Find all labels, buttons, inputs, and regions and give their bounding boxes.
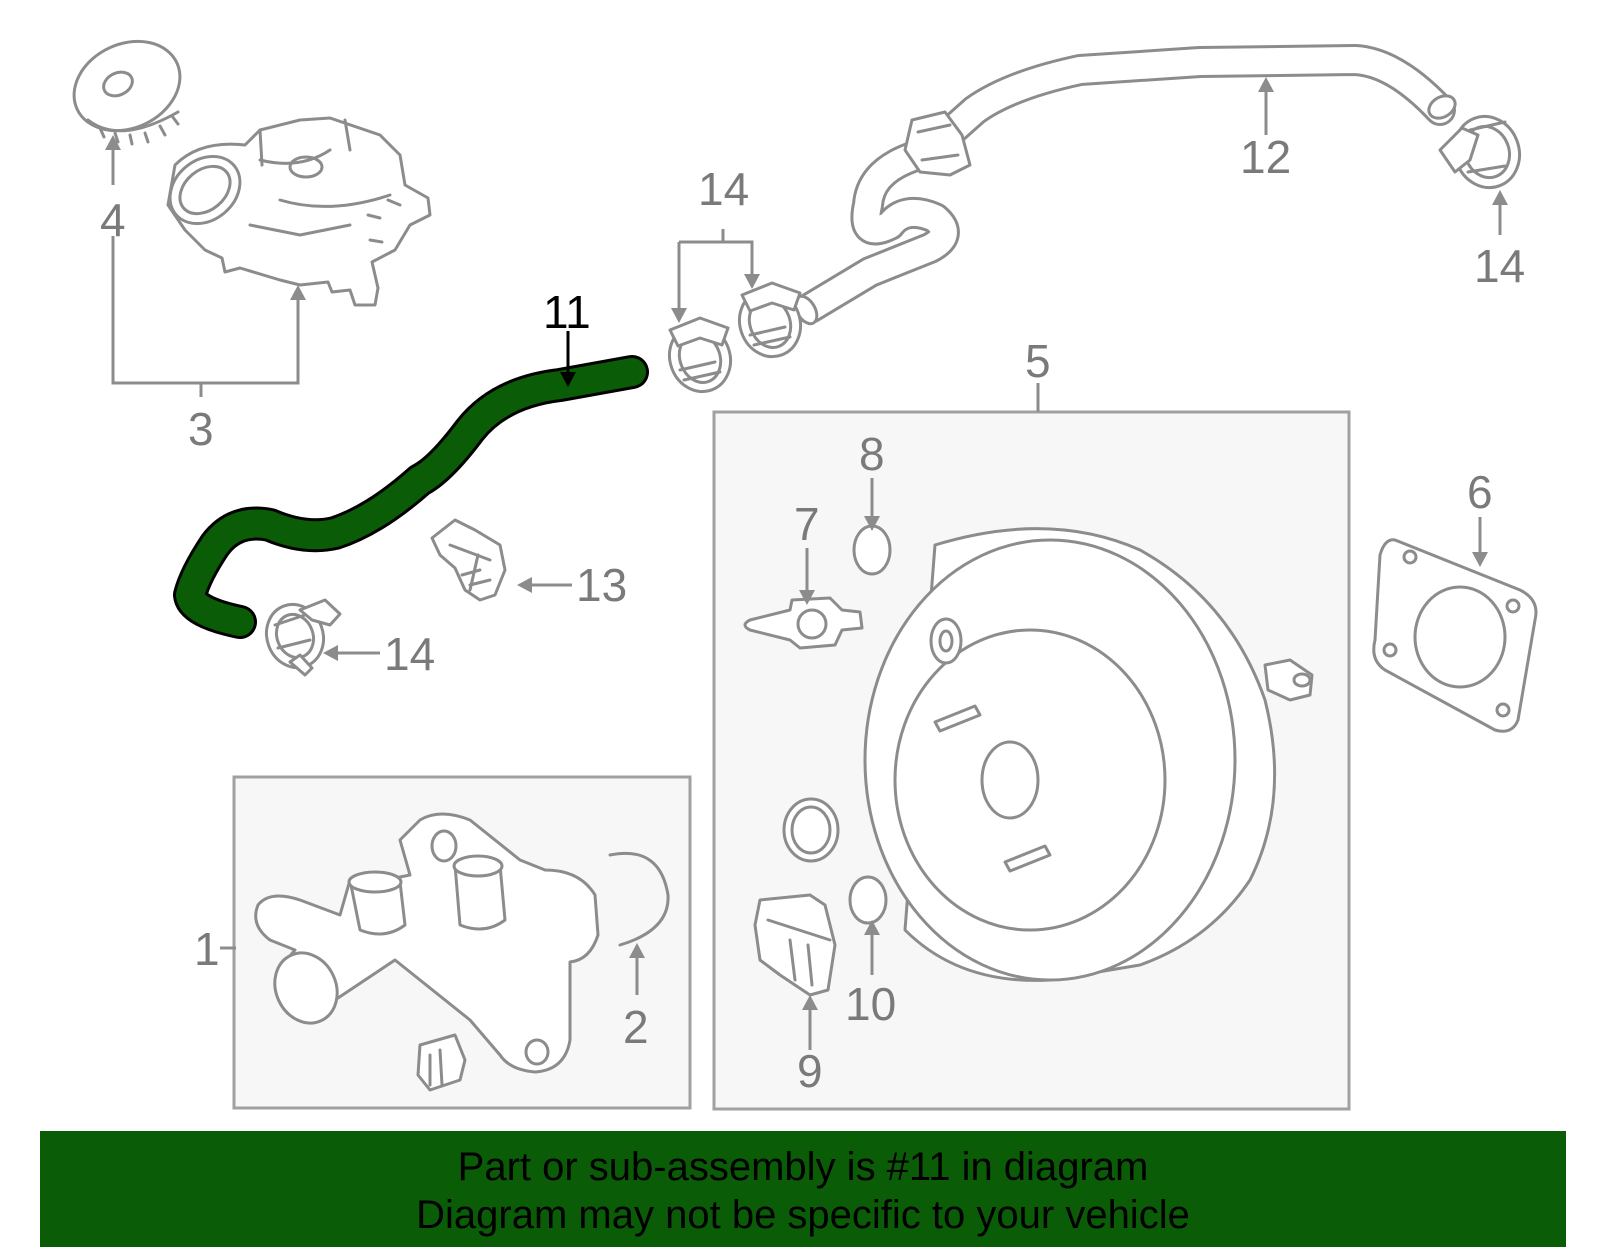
reservoir[interactable] <box>157 116 432 307</box>
info-banner: Part or sub-assembly is #11 in diagram D… <box>40 1131 1566 1247</box>
callout-14-lower: 14 <box>384 628 435 680</box>
callout-2: 2 <box>623 1001 649 1053</box>
seal[interactable] <box>782 797 840 863</box>
o-ring[interactable] <box>608 851 670 947</box>
brake-booster[interactable] <box>863 527 1314 982</box>
callout-13: 13 <box>576 559 627 611</box>
booster-gasket[interactable] <box>1372 538 1538 733</box>
arrowheads <box>105 77 1508 1010</box>
vacuum-sensor[interactable] <box>753 893 837 997</box>
callout-4: 4 <box>100 194 126 246</box>
callout-3: 3 <box>188 403 214 455</box>
ring-10[interactable] <box>848 875 888 925</box>
callout-7: 7 <box>794 498 820 550</box>
hose-clamp-upper-right[interactable] <box>730 281 810 365</box>
callout-14-right: 14 <box>1474 240 1525 292</box>
hose-clamp-lower[interactable] <box>258 596 342 677</box>
reservoir-cap[interactable] <box>59 25 194 148</box>
callout-12: 12 <box>1240 131 1291 183</box>
master-cylinder[interactable] <box>254 812 600 1092</box>
check-valve[interactable] <box>743 596 864 650</box>
callout-5: 5 <box>1025 335 1051 387</box>
vacuum-hose-highlighted[interactable] <box>173 355 649 639</box>
callout-8: 8 <box>859 428 885 480</box>
callout-6: 6 <box>1467 466 1493 518</box>
arrowhead-11 <box>560 372 576 387</box>
hose-bracket[interactable] <box>430 518 507 602</box>
callout-11: 11 <box>543 286 591 338</box>
leader-3 <box>111 236 300 397</box>
callout-9: 9 <box>797 1045 823 1097</box>
hose-clamp-upper-left[interactable] <box>660 316 740 400</box>
grommet-8[interactable] <box>852 524 892 576</box>
callout-10: 10 <box>845 978 896 1030</box>
banner-line-2: Diagram may not be specific to your vehi… <box>416 1193 1190 1237</box>
hose-clamp-right[interactable] <box>1438 107 1529 197</box>
banner-line-1: Part or sub-assembly is #11 in diagram <box>457 1145 1149 1189</box>
callout-1: 1 <box>194 923 220 975</box>
callout-14-upper: 14 <box>698 163 749 215</box>
vacuum-hose-upper[interactable] <box>791 44 1459 327</box>
leader-14a <box>677 229 754 312</box>
parts-diagram: 4 3 11 14 12 14 5 6 8 7 13 14 1 2 10 9 <box>59 25 1538 1111</box>
